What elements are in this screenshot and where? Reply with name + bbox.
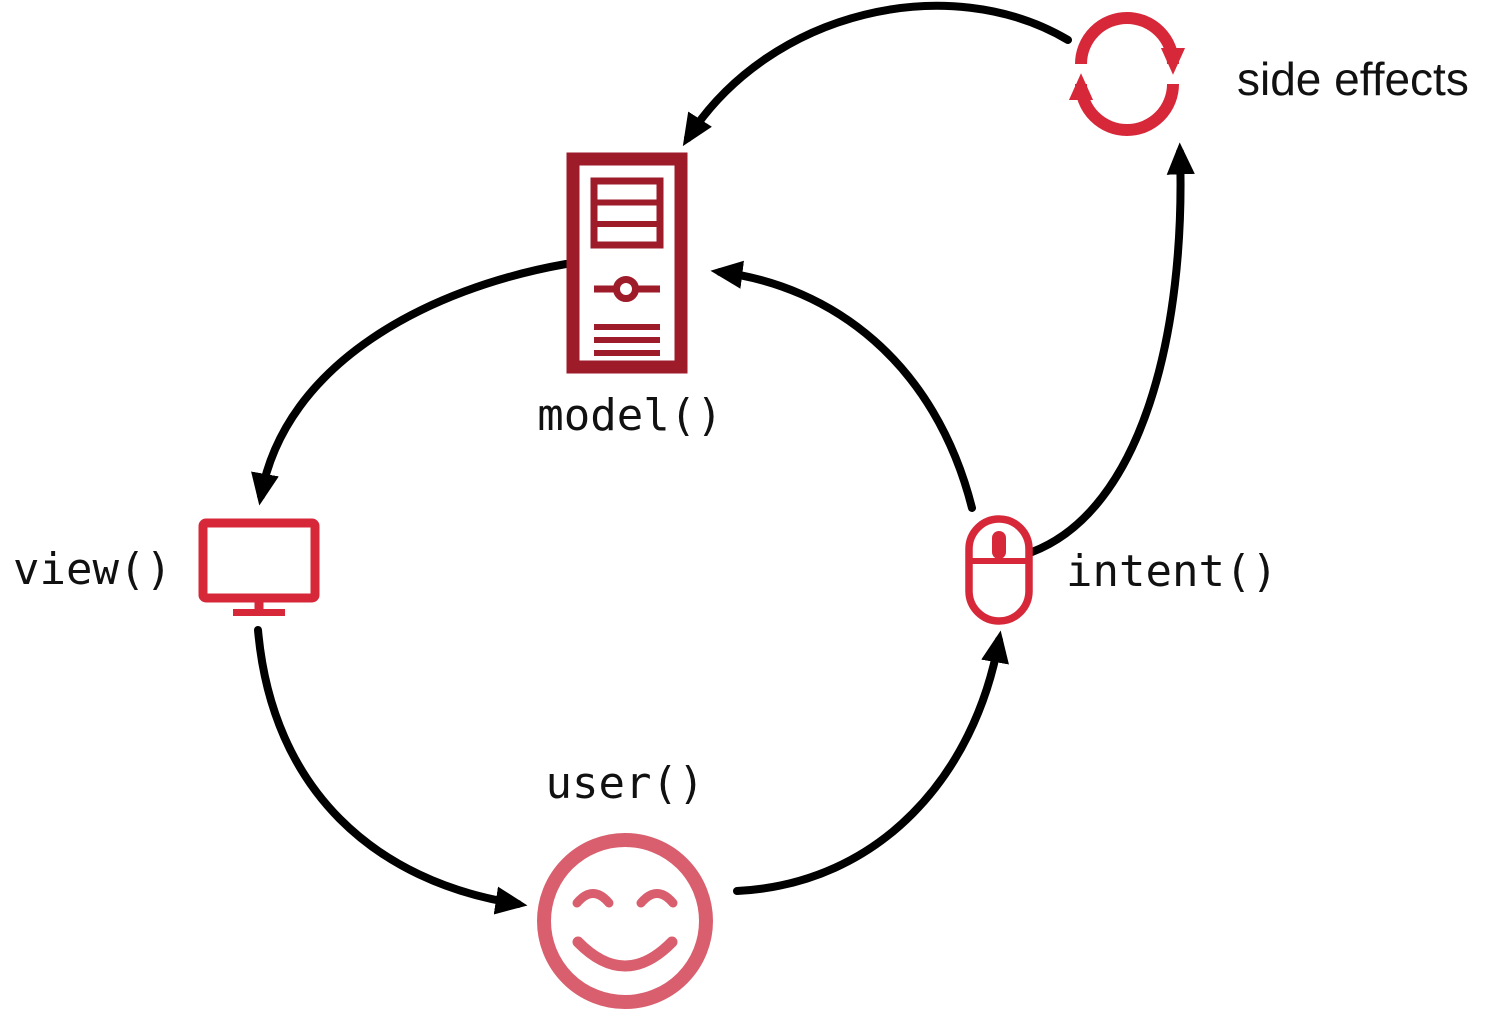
model-label: model() [537,390,723,441]
edge-model-to-view [251,260,570,506]
side-effects-label: side effects [1237,53,1469,105]
smiley-face-icon [537,833,713,1009]
edge-view-to-user [254,626,528,915]
edge-user-to-intent [733,630,1009,895]
mouse-icon [965,515,1033,625]
edge-intent-to-side-effects [1028,142,1195,556]
edge-intent-to-model [710,260,976,512]
server-tower-icon [566,152,688,374]
sync-arrows-icon [1068,12,1186,136]
user-label: user() [545,758,705,809]
flow-arrows [251,1,1195,915]
monitor-icon [198,518,320,616]
intent-label: intent() [1066,546,1278,597]
edge-side-effects-to-model [682,1,1072,147]
view-label: view() [13,544,172,595]
